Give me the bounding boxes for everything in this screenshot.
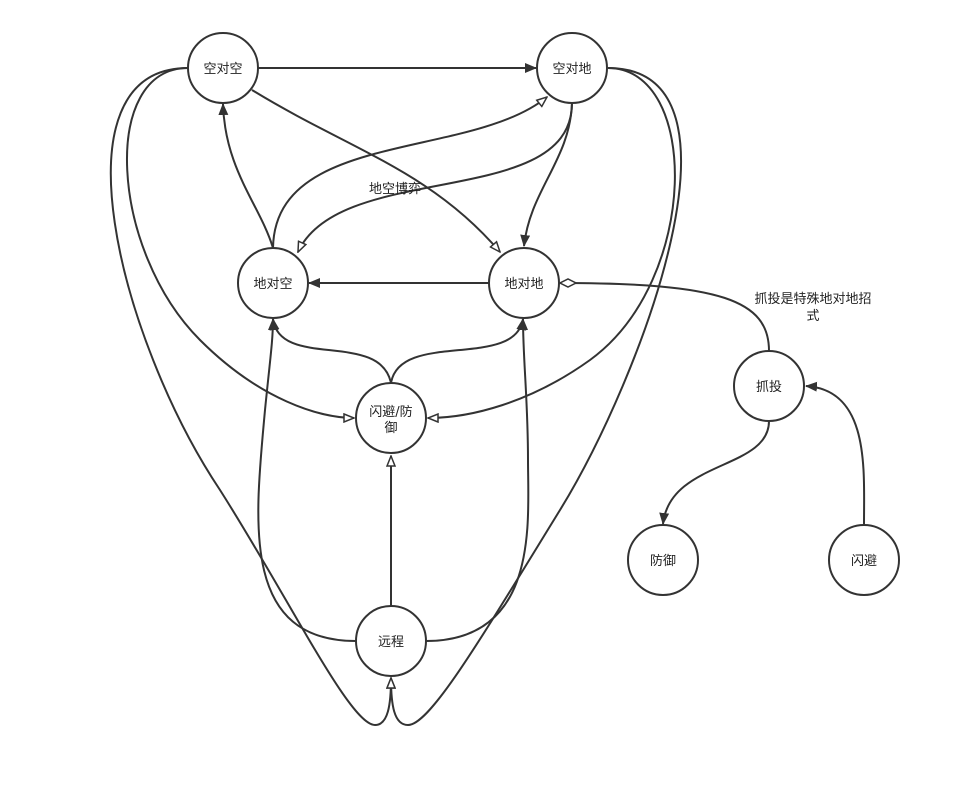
- edge-dodge-to-grab: [805, 381, 866, 525]
- label-grab-note-line2: 式: [806, 309, 819, 324]
- label-ground-air-game: 地空博弈: [369, 181, 421, 197]
- node-dodge-label: 闪避: [851, 554, 877, 569]
- node-air-to-air[interactable]: 空对空: [187, 32, 259, 104]
- label-grab-note-line1: 抓投是特殊地对地招: [754, 291, 871, 307]
- edge-ranged-to-ground-to-ground: [425, 318, 530, 642]
- node-defend[interactable]: 防御: [627, 524, 699, 596]
- edge-air-to-ground-to-ground-to-air: [297, 102, 573, 252]
- node-defend-label: 防御: [650, 553, 676, 569]
- edge-grab-to-defend: [659, 420, 770, 525]
- edge-ground-to-air-to-air-to-air: [218, 103, 274, 249]
- edge-air-to-ground-to-ranged: [391, 67, 683, 727]
- node-ground-to-ground-label: 地对地: [504, 277, 543, 292]
- node-ground-to-air[interactable]: 地对空: [237, 247, 309, 319]
- node-dodge-defend[interactable]: 闪避/防 御: [355, 382, 427, 454]
- node-ranged[interactable]: 远程: [355, 605, 427, 677]
- node-dodge-defend-label-line1: 闪避/防: [369, 404, 412, 420]
- node-air-to-ground[interactable]: 空对地: [536, 32, 608, 104]
- edge-ranged-to-ground-to-air: [257, 318, 357, 642]
- node-ground-to-air-label: 地对空: [253, 277, 292, 292]
- edge-air-to-ground-to-dodge-defend: [428, 67, 676, 418]
- node-ground-to-ground[interactable]: 地对地: [488, 247, 560, 319]
- node-air-to-ground-label: 空对地: [552, 62, 591, 77]
- edge-grab-to-ground-to-ground: [560, 283, 770, 352]
- edge-air-to-ground-to-ground-to-ground: [520, 102, 573, 247]
- edge-air-to-air-to-dodge-defend: [126, 67, 354, 418]
- edges: [109, 63, 866, 727]
- edge-air-to-air-to-ground-to-ground: [251, 89, 500, 252]
- edge-dodge-defend-to-ground-to-air: [269, 318, 392, 384]
- node-grab[interactable]: 抓投: [733, 350, 805, 422]
- edge-air-to-air-to-ranged: [109, 67, 391, 727]
- node-grab-label: 抓投: [756, 379, 782, 395]
- edge-dodge-defend-to-ground-to-ground: [390, 318, 527, 384]
- node-dodge[interactable]: 闪避: [828, 524, 900, 596]
- node-air-to-air-label: 空对空: [203, 62, 242, 77]
- node-ranged-label: 远程: [378, 635, 404, 650]
- node-dodge-defend-label-line2: 御: [384, 421, 397, 436]
- edge-ground-to-air-to-air-to-ground: [272, 97, 547, 249]
